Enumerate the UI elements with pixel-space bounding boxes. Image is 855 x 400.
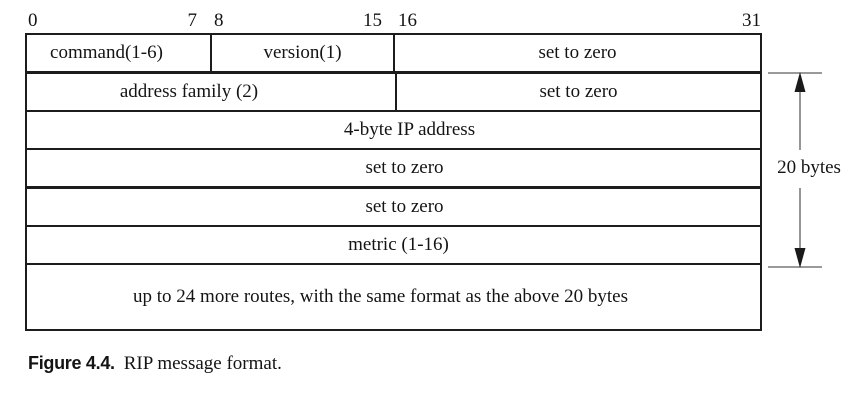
table-row-3: 4-byte IP address bbox=[27, 112, 760, 150]
caption-text: RIP message format. bbox=[123, 353, 282, 374]
bit-range-16-31: 16 31 bbox=[395, 6, 762, 30]
table-row-7: up to 24 more routes, with the same form… bbox=[27, 265, 760, 329]
field-set-to-zero-2: set to zero bbox=[395, 74, 760, 110]
rip-message-format-table: command(1-6) version(1) set to zero addr… bbox=[25, 33, 762, 331]
field-set-to-zero-1: set to zero bbox=[393, 35, 760, 71]
field-label: set to zero bbox=[539, 81, 618, 102]
field-set-to-zero-4: set to zero bbox=[27, 189, 760, 225]
field-metric: metric (1-16) bbox=[27, 227, 760, 263]
table-row-5: set to zero bbox=[27, 189, 760, 227]
table-row-6: metric (1-16) bbox=[27, 227, 760, 265]
field-label: up to 24 more routes, with the same form… bbox=[133, 286, 628, 307]
field-label: 4-byte IP address bbox=[343, 119, 476, 140]
field-label: set to zero bbox=[538, 42, 617, 63]
bit-label-7: 7 bbox=[187, 10, 198, 31]
field-more-routes: up to 24 more routes, with the same form… bbox=[27, 265, 760, 329]
field-label: set to zero bbox=[365, 157, 444, 178]
bit-range-8-15: 8 15 bbox=[210, 6, 395, 30]
field-version: version(1) bbox=[210, 35, 393, 71]
field-ip-address: 4-byte IP address bbox=[27, 112, 760, 148]
field-set-to-zero-3: set to zero bbox=[27, 150, 760, 186]
caption-number: Figure 4.4. bbox=[28, 353, 115, 373]
field-label: version(1) bbox=[263, 42, 342, 63]
bit-ruler: 0 7 8 15 16 31 bbox=[25, 6, 762, 30]
table-row-2: address family (2) set to zero bbox=[27, 74, 760, 112]
bit-label-8: 8 bbox=[214, 10, 224, 31]
field-address-family: address family (2) bbox=[27, 74, 395, 110]
field-label: address family (2) bbox=[119, 81, 259, 102]
bit-label-31: 31 bbox=[742, 10, 761, 31]
field-label: set to zero bbox=[365, 196, 444, 217]
table-row-1: command(1-6) version(1) set to zero bbox=[27, 35, 760, 74]
figure-caption: Figure 4.4. RIP message format. bbox=[28, 353, 282, 375]
bit-label-0: 0 bbox=[28, 10, 38, 31]
table-row-4: set to zero bbox=[27, 150, 760, 189]
size-label: 20 bytes bbox=[763, 157, 855, 179]
field-command: command(1-6) bbox=[27, 35, 210, 71]
field-label: command(1-6) bbox=[50, 42, 163, 63]
size-bracket-arrow-icon bbox=[768, 72, 822, 268]
bit-label-16: 16 bbox=[398, 10, 417, 31]
bit-range-0-7: 0 7 bbox=[25, 6, 210, 30]
bit-label-15: 15 bbox=[363, 10, 382, 31]
field-label: metric (1-16) bbox=[348, 234, 449, 255]
